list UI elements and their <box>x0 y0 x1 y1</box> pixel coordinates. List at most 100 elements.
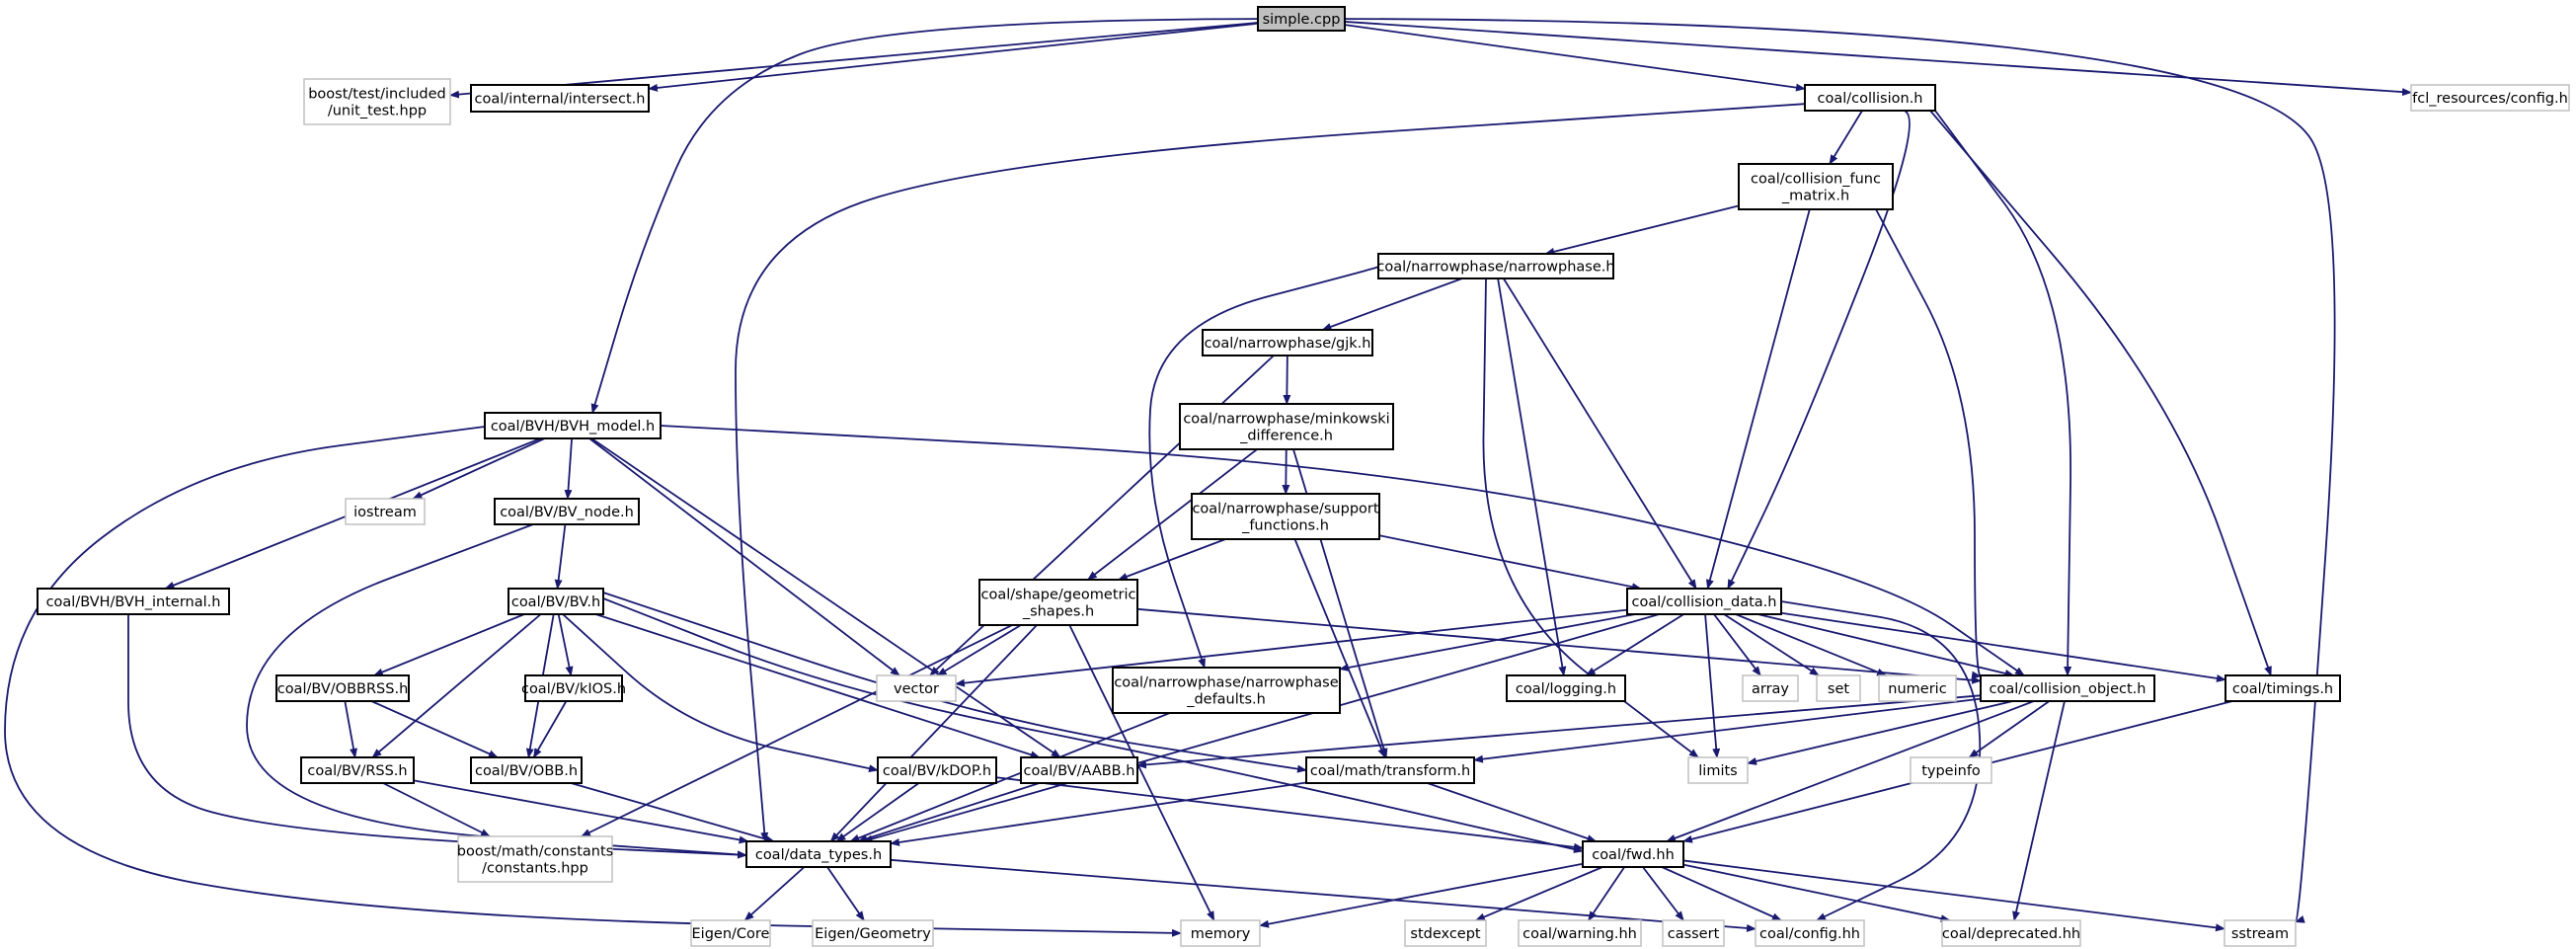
include-edge-collision_data-to-limits <box>1704 613 1721 758</box>
node-label: coal/BV/RSS.h <box>307 763 407 779</box>
node-label: array <box>1752 681 1789 697</box>
node-bv-h[interactable]: coal/BV/BV.h <box>507 588 604 615</box>
include-edge-fwd-to-cassert <box>1642 866 1684 921</box>
include-arrow <box>595 613 1041 759</box>
node-vector: vector <box>876 674 957 702</box>
node-np-defaults[interactable]: coal/narrowphase/narrowphase_defaults.h <box>1112 667 1341 714</box>
include-edge-bv_h-to-aabb <box>595 613 1041 759</box>
include-edge-fwd-to-stdexcept <box>1474 866 1603 921</box>
include-arrow <box>562 613 879 773</box>
include-arrow <box>1588 866 1625 921</box>
include-edge-collision_data-to-array <box>1713 613 1761 676</box>
include-arrow <box>382 782 491 837</box>
include-edge-bv_h-to-transform <box>602 592 1307 773</box>
include-arrow <box>344 700 357 758</box>
include-arrow <box>862 613 1660 843</box>
node-eigen-geometry: Eigen/Geometry <box>812 919 934 947</box>
node-box <box>303 78 451 125</box>
include-edge-kios-to-obb <box>532 700 568 758</box>
include-edge-collision_data-to-collision_object <box>1757 613 2015 677</box>
node-aabb[interactable]: coal/BV/AABB.h <box>1020 756 1138 784</box>
node-label: memory <box>1191 926 1251 942</box>
node-box <box>1112 667 1341 714</box>
include-arrow <box>1136 694 1982 769</box>
include-arrow <box>412 437 545 500</box>
node-label: coal/warning.hh <box>1522 926 1637 942</box>
node-collision-data[interactable]: coal/collision_data.h <box>1626 588 1782 615</box>
node-obb[interactable]: coal/BV/OBB.h <box>470 756 583 784</box>
include-edge-geometric-to-boost_constants <box>580 624 1013 837</box>
node-bv-node[interactable]: coal/BV/BV_node.h <box>494 498 640 525</box>
include-edge-collision-to-timings <box>1929 110 2272 676</box>
node-kios[interactable]: coal/BV/kIOS.h <box>521 674 626 702</box>
include-edge-bvh_model-to-iostream <box>412 437 545 500</box>
node-label: coal/narrowphase/gjk.h <box>1205 336 1371 352</box>
node-logging[interactable]: coal/logging.h <box>1506 674 1626 702</box>
node-label: coal/narrowphase/narrowphase.h <box>1376 260 1614 276</box>
include-arrow <box>1474 866 1603 921</box>
node-box <box>494 498 640 525</box>
include-edge-support-to-transform <box>1293 538 1386 758</box>
node-data-types[interactable]: coal/data_types.h <box>745 840 892 868</box>
node-label: coal/narrowphase/narrowphase <box>1114 675 1338 691</box>
node-minkowski[interactable]: coal/narrowphase/minkowski_difference.h <box>1179 403 1394 450</box>
node-transform[interactable]: coal/math/transform.h <box>1305 756 1475 784</box>
include-arrow <box>735 103 1806 842</box>
node-box <box>1742 674 1799 702</box>
node-geometric[interactable]: coal/shape/geometric_shapes.h <box>978 579 1138 626</box>
node-numeric: numeric <box>1878 674 1957 702</box>
node-intersect[interactable]: coal/internal/intersect.h <box>470 84 650 113</box>
include-edge-fwd-to-warning <box>1588 866 1625 921</box>
include-edge-collision_object-to-typeinfo <box>1968 700 2051 758</box>
node-box <box>1980 674 2155 702</box>
node-timings[interactable]: coal/timings.h <box>2225 674 2341 702</box>
include-arrow <box>590 18 1259 414</box>
include-edge-bvh_model-to-aabb <box>590 437 1061 758</box>
node-box <box>1662 919 1725 947</box>
node-narrowphase[interactable]: coal/narrowphase/narrowphase.h <box>1376 253 1615 279</box>
include-edge-collision_data-to-np_defaults <box>1339 613 1636 672</box>
node-fwd[interactable]: coal/fwd.hh <box>1582 840 1684 868</box>
node-label: coal/config.hh <box>1759 926 1860 942</box>
node-collision[interactable]: coal/collision.h <box>1804 84 1936 112</box>
node-obbrss[interactable]: coal/BV/OBBRSS.h <box>275 674 410 702</box>
node-label: _defaults.h <box>1186 692 1266 708</box>
node-label: _shapes.h <box>1022 604 1094 620</box>
node-bvh-internal[interactable]: coal/BVH/BVH_internal.h <box>37 588 230 615</box>
node-box <box>457 835 613 883</box>
include-edge-simple-to-collision <box>1344 24 1806 92</box>
node-bvh-model[interactable]: coal/BVH/BVH_model.h <box>484 412 662 439</box>
include-arrow <box>554 523 567 590</box>
include-edge-narrowphase-to-gjk <box>1321 277 1463 331</box>
node-kdop[interactable]: coal/BV/kDOP.h <box>877 756 997 784</box>
node-simple[interactable]: simple.cpp <box>1257 6 1346 32</box>
node-box <box>1191 493 1380 540</box>
node-label: coal/narrowphase/support <box>1192 502 1378 517</box>
include-arrow <box>588 437 900 676</box>
include-edge-collision-to-collision_data <box>1727 110 1911 590</box>
include-arrow <box>1757 613 2015 677</box>
node-collision-object[interactable]: coal/collision_object.h <box>1980 674 2155 702</box>
include-edge-geometric-to-memory <box>1068 624 1215 921</box>
include-arrow <box>532 700 568 758</box>
include-arrow <box>1544 204 1740 256</box>
node-label: boost/math/constants <box>457 844 613 860</box>
node-set: set <box>1816 674 1861 702</box>
include-edge-collision_data-to-data_types <box>862 613 1660 843</box>
node-iostream: iostream <box>345 498 426 525</box>
node-support[interactable]: coal/narrowphase/support_functions.h <box>1191 493 1380 540</box>
include-arrow <box>743 866 806 921</box>
include-arrow <box>1723 613 1820 676</box>
include-arrow <box>1705 208 1811 590</box>
include-arrow <box>1682 863 1951 923</box>
node-cfm[interactable]: coal/collision_func_matrix.h <box>1738 163 1894 210</box>
include-edge-collision_data-to-numeric <box>1735 613 1888 676</box>
include-edge-gjk-to-minkowski <box>1283 355 1291 405</box>
node-label: iostream <box>353 505 417 520</box>
include-arrow <box>648 22 1259 92</box>
node-rss[interactable]: coal/BV/RSS.h <box>300 756 415 784</box>
include-arrow <box>1321 277 1463 331</box>
node-eigen-core: Eigen/Core <box>690 919 771 947</box>
include-edge-collision_data-to-logging <box>1585 613 1684 676</box>
node-gjk[interactable]: coal/narrowphase/gjk.h <box>1202 329 1373 356</box>
